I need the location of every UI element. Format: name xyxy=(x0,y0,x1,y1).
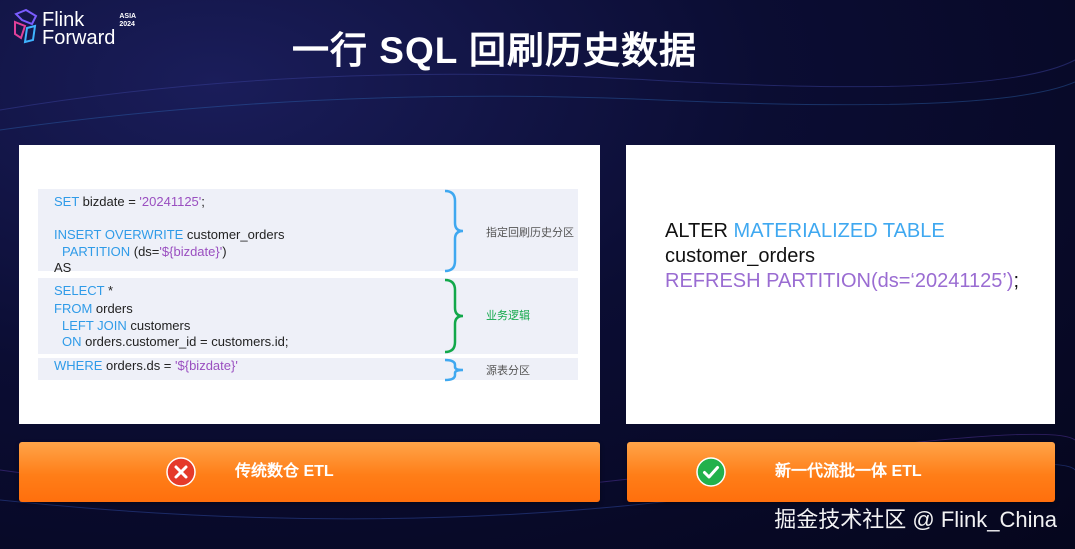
code-tail: ; xyxy=(201,194,205,209)
code-tail: ) xyxy=(222,244,227,259)
logo-line-flink: Flink xyxy=(42,9,85,31)
code-keyword: WHERE xyxy=(54,358,103,373)
traditional-etl-label: 传统数仓 ETL xyxy=(235,463,334,480)
materialized-table-panel: ALTER MATERIALIZED TABLE customer_orders… xyxy=(626,145,1055,424)
code-line-1: SET bizdate = '20241125'; xyxy=(54,194,205,209)
code-keyword: SET xyxy=(54,194,80,209)
flink-forward-logo: Flink Forward ASIA 2024 xyxy=(12,8,136,48)
code-text: (ds= xyxy=(130,244,160,259)
brace-partition-icon xyxy=(444,189,464,273)
code-keyword: INSERT OVERWRITE xyxy=(54,227,184,242)
note-source: 源表分区 xyxy=(486,365,530,377)
code-keyword: FROM xyxy=(54,301,93,316)
code-keyword: ON xyxy=(62,334,82,349)
sql-line-1: ALTER MATERIALIZED TABLE xyxy=(665,220,945,243)
sql-refresh: REFRESH PARTITION(ds=‘20241125’) xyxy=(665,270,1014,292)
code-line-5: SELECT * xyxy=(54,283,113,298)
sql-tail: ; xyxy=(1013,270,1020,292)
code-text: bizdate = xyxy=(79,194,140,209)
logo-wordmark: Flink Forward xyxy=(42,9,116,49)
code-text: customer_orders xyxy=(183,227,285,242)
sql-line-3: REFRESH PARTITION(ds=‘20241125’); xyxy=(665,270,1019,293)
code-line-3: PARTITION (ds='${bizdate}') xyxy=(62,244,227,259)
logo-tag: ASIA 2024 xyxy=(119,13,136,29)
code-keyword: LEFT JOIN xyxy=(62,318,127,333)
code-block-logic xyxy=(38,278,578,354)
code-text: orders.ds = xyxy=(102,358,176,373)
traditional-etl-bar: 传统数仓 ETL xyxy=(19,442,600,502)
code-text: orders xyxy=(92,301,133,316)
brace-source-icon xyxy=(444,358,464,382)
code-block-partition xyxy=(38,189,578,271)
traditional-sql-panel: SET bizdate = '20241125'; INSERT OVERWRI… xyxy=(19,145,600,424)
stream-batch-etl-label: 新一代流批一体 ETL xyxy=(775,463,922,480)
code-line-6: FROM orders xyxy=(54,301,133,316)
code-line-9: WHERE orders.ds = '${bizdate}' xyxy=(54,358,238,373)
check-icon xyxy=(696,457,726,487)
note-partition: 指定回刷历史分区 xyxy=(486,227,574,239)
code-line-4: AS xyxy=(54,260,71,275)
cross-icon xyxy=(166,457,196,487)
logo-line-forward: Forward xyxy=(42,27,116,49)
sql-keyword: MATERIALIZED TABLE xyxy=(733,220,945,242)
code-block-source xyxy=(38,358,578,380)
flink-logo-icon xyxy=(14,8,38,44)
code-line-8: ON orders.customer_id = customers.id; xyxy=(62,334,289,349)
code-line-2: INSERT OVERWRITE customer_orders xyxy=(54,227,284,242)
code-keyword: PARTITION xyxy=(62,244,131,259)
code-text: * xyxy=(104,283,114,298)
code-string: '${bizdate}' xyxy=(159,244,223,259)
sql-line-2: customer_orders xyxy=(665,245,816,267)
code-text: AS xyxy=(54,260,72,275)
brace-logic-icon xyxy=(444,278,464,354)
code-text: customers xyxy=(126,318,191,333)
stream-batch-etl-bar: 新一代流批一体 ETL xyxy=(627,442,1055,502)
logo-tag-asia: ASIA xyxy=(119,13,137,20)
code-line-7: LEFT JOIN customers xyxy=(62,318,190,333)
code-keyword: SELECT xyxy=(54,283,105,298)
note-logic: 业务逻辑 xyxy=(486,310,530,322)
sql-plain: ALTER xyxy=(665,220,734,242)
watermark: 掘金技术社区 @ Flink_China xyxy=(774,507,1057,532)
logo-tag-year: 2024 xyxy=(119,21,135,28)
code-text: orders.customer_id = customers.id; xyxy=(81,334,289,349)
page-title: 一行 SQL 回刷历史数据 xyxy=(292,30,697,71)
code-string: '20241125' xyxy=(139,194,202,209)
code-string: '${bizdate}' xyxy=(175,358,238,373)
